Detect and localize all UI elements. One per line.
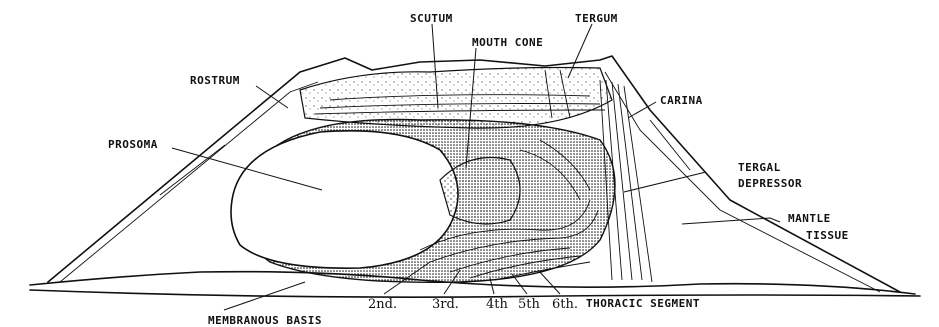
label-prosoma: PROSOMA xyxy=(108,138,158,151)
label-segment-5th: 5th xyxy=(518,297,540,312)
label-tergal: TERGAL xyxy=(738,161,781,174)
label-depressor: DEPRESSOR xyxy=(738,177,802,190)
label-segment-6th: 6th. xyxy=(552,297,578,312)
label-rostrum: ROSTRUM xyxy=(190,74,240,87)
label-mouth-cone: MOUTH CONE xyxy=(472,36,543,49)
opercular-plates xyxy=(300,68,612,129)
label-tergum: TERGUM xyxy=(575,12,618,25)
label-segment-2nd: 2nd. xyxy=(368,297,397,312)
label-segment-3rd: 3rd. xyxy=(432,297,459,312)
label-segment-4th: 4th xyxy=(486,297,508,312)
label-tissue: TISSUE xyxy=(806,229,849,242)
prosoma-body xyxy=(231,131,458,268)
label-scutum: SCUTUM xyxy=(410,12,453,25)
label-mantle: MANTLE xyxy=(788,212,831,225)
label-carina: CARINA xyxy=(660,94,703,107)
label-thoracic-segment: THORACIC SEGMENT xyxy=(586,297,700,310)
label-membranous-basis: MEMBRANOUS BASIS xyxy=(208,314,322,327)
